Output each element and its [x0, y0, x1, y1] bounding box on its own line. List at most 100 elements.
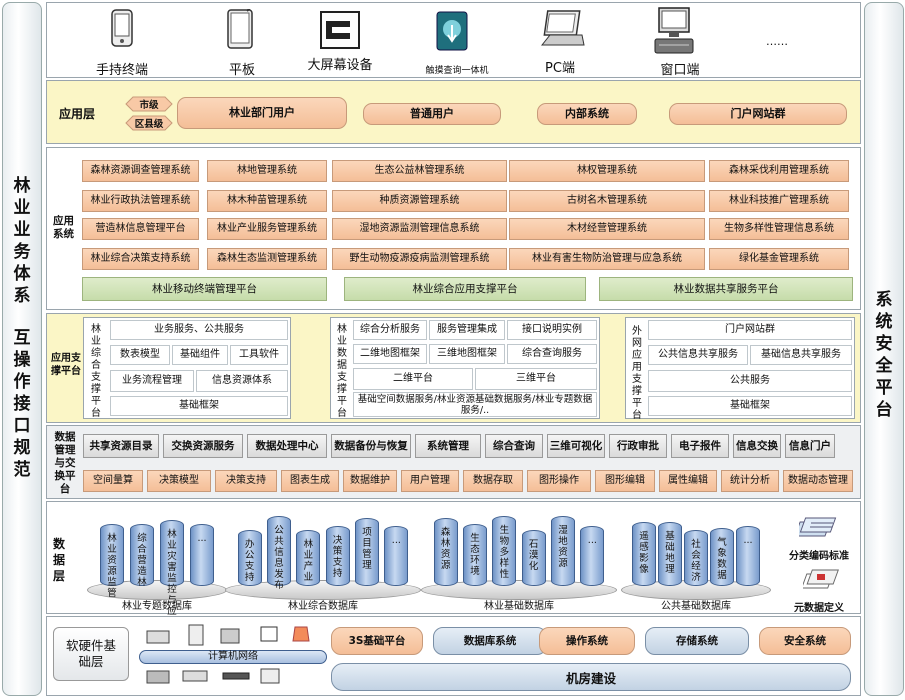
database-item-label: 办公支持	[244, 539, 255, 583]
database-cylinder: 气象数据	[710, 528, 734, 586]
database-cylinder: 生态环境	[463, 524, 487, 586]
big-screen-icon	[320, 11, 360, 49]
support-cell: 业务流程管理	[110, 370, 194, 392]
database-item-label: 社会经济	[691, 539, 701, 583]
database-cylinder: 综合营造林	[130, 524, 154, 588]
support-cell: 综合分析服务	[353, 320, 427, 340]
database-cylinder: 生物多样性	[492, 516, 517, 586]
app-layer-label: 应用层	[59, 107, 96, 121]
app-system-box: 林业科技推广管理系统	[709, 190, 849, 212]
business-system-title: 林业业务体系	[13, 176, 31, 306]
database-cylinder: ...	[384, 526, 409, 586]
switch-icon	[182, 670, 208, 682]
database-item-label: ...	[587, 535, 597, 546]
exchange-bottom-item: 数据存取	[463, 470, 523, 492]
monitor-icon	[260, 626, 278, 642]
data-layer-label: 数据层	[53, 537, 66, 583]
group-title: 林业综合支撑平台	[91, 324, 101, 419]
support-cell: 信息资源体系	[196, 370, 288, 392]
exchange-label: 数据管理与交换平台	[54, 431, 76, 495]
app-system-box: 林业行政执法管理系统	[82, 190, 199, 212]
infra-item: 数据库系统	[433, 627, 547, 655]
devices-band: 手持终端 平板 大屏幕设备 触摸查询一体机 PC端 窗口端 ……	[46, 2, 861, 78]
support-cell: 数表模型	[110, 345, 170, 365]
app-system-box: 古树名木管理系统	[509, 190, 705, 212]
exchange-band: 数据管理与交换平台 共享资源目录交换资源服务数据处理中心数据备份与恢复系统管理综…	[46, 425, 861, 499]
support-cell: 公共服务	[648, 370, 852, 392]
database-item-label: 林业资源监管	[107, 533, 117, 599]
app-system-box: 生物多样性管理信息系统	[709, 218, 849, 240]
exchange-bottom-item: 统计分析	[721, 470, 779, 492]
device-label: 大屏幕设备	[307, 58, 373, 73]
database-cylinder: 基础地理	[658, 522, 682, 586]
handheld-icon	[111, 9, 133, 47]
app-system-box: 营造林信息管理平台	[82, 218, 199, 240]
database-cylinder: 社会经济	[684, 530, 708, 586]
database-cylinder: 森林资源	[433, 518, 458, 586]
app-system-box: 森林生态监测管理系统	[207, 248, 327, 270]
exchange-top-item: 交换资源服务	[163, 434, 243, 458]
database-cylinder: 林业灾害监控与应急管理	[160, 520, 184, 650]
database-item-label: 项目管理	[362, 527, 372, 571]
coding-standard-label: 分类编码标准	[789, 551, 849, 562]
coding-standard-icon	[799, 517, 837, 537]
app-system-box: 木材经营管理系统	[509, 218, 705, 240]
metadata-icon	[803, 569, 839, 589]
app-system-box: 野生动物疫源疫病监测管理系统	[332, 248, 507, 270]
app-system-box: 种质资源管理系统	[332, 190, 507, 212]
exchange-top-item: 数据备份与恢复	[331, 434, 411, 458]
integrated-support-platform: 林业综合应用支撑平台	[344, 277, 586, 301]
laptop-icon	[540, 10, 585, 46]
app-systems-band: 应用系统 森林资源调查管理系统林地管理系统生态公益林管理系统林权管理系统森林采伐…	[46, 147, 861, 310]
data-layer-band: 数据层 林业专题数据库林业资源监管综合营造林林业灾害监控与应急管理...林业综合…	[46, 501, 861, 650]
infra-item: 存储系统	[645, 627, 749, 655]
exchange-bottom-item: 用户管理	[401, 470, 459, 492]
device-label: ……	[766, 35, 788, 48]
printer-icon	[146, 630, 170, 644]
server-icon	[188, 624, 204, 646]
support-label: 应用支撑平台	[51, 353, 81, 377]
database-item-label: ...	[197, 533, 207, 544]
exchange-top-item: 信息交换	[733, 434, 781, 458]
app-system-box: 森林资源调查管理系统	[82, 160, 199, 182]
device-label: 平板	[228, 63, 255, 78]
forestry-dept-users: 林业部门用户	[177, 97, 347, 129]
group-title: 林业数据支撑平台	[337, 324, 347, 419]
infra-item: 3S基础平台	[331, 627, 423, 655]
support-cell: 基础框架	[110, 396, 288, 416]
exchange-top-item: 共享资源目录	[83, 434, 159, 458]
database-item-label: ...	[391, 535, 401, 546]
support-cell: 业务服务、公共服务	[110, 320, 288, 340]
database-item-label: 遥感影像	[639, 531, 649, 575]
database-item-label: 气象数据	[717, 537, 727, 581]
app-system-box: 湿地资源监测管理信息系统	[332, 218, 507, 240]
data-sharing-platform: 林业数据共享服务平台	[599, 277, 853, 301]
forestry-support-group: 林业综合支撑平台 业务服务、公共服务 数表模型 基础组件 工具软件 业务流程管理…	[83, 317, 291, 419]
machine-room: 机房建设	[331, 663, 851, 691]
support-band: 应用支撑平台 林业综合支撑平台 业务服务、公共服务 数表模型 基础组件 工具软件…	[46, 313, 861, 423]
device-label: PC端	[545, 61, 575, 76]
scanner-icon	[146, 670, 170, 684]
database-cylinder: 公共信息发布	[267, 516, 291, 591]
city-level-shape	[125, 96, 173, 112]
support-cell: 服务管理集成	[429, 320, 505, 340]
exchange-top-item: 系统管理	[415, 434, 481, 458]
database-name: 林业基础数据库	[484, 601, 554, 612]
exchange-top-item: 行政审批	[609, 434, 667, 458]
database-item-label: 生物多样性	[499, 525, 510, 580]
infra-item: 操作系统	[539, 627, 635, 655]
database-item-label: 基础地理	[665, 531, 675, 575]
database-name: 林业专题数据库	[122, 601, 192, 612]
database-item-label: 生态环境	[470, 533, 480, 577]
database-cylinder: 遥感影像	[632, 522, 656, 586]
app-system-box: 林业综合决策支持系统	[82, 248, 199, 270]
infra-item: 安全系统	[759, 627, 851, 655]
database-item-label: ...	[743, 535, 753, 546]
app-systems-label: 应用系统	[53, 215, 74, 240]
exchange-bottom-item: 空间量算	[83, 470, 143, 492]
exchange-bottom-item: 属性编辑	[659, 470, 717, 492]
support-cell: 基础组件	[172, 345, 228, 365]
support-cell: 综合查询服务	[507, 344, 597, 364]
database-cylinder: 项目管理	[355, 518, 379, 586]
workstation-icon	[260, 668, 280, 684]
